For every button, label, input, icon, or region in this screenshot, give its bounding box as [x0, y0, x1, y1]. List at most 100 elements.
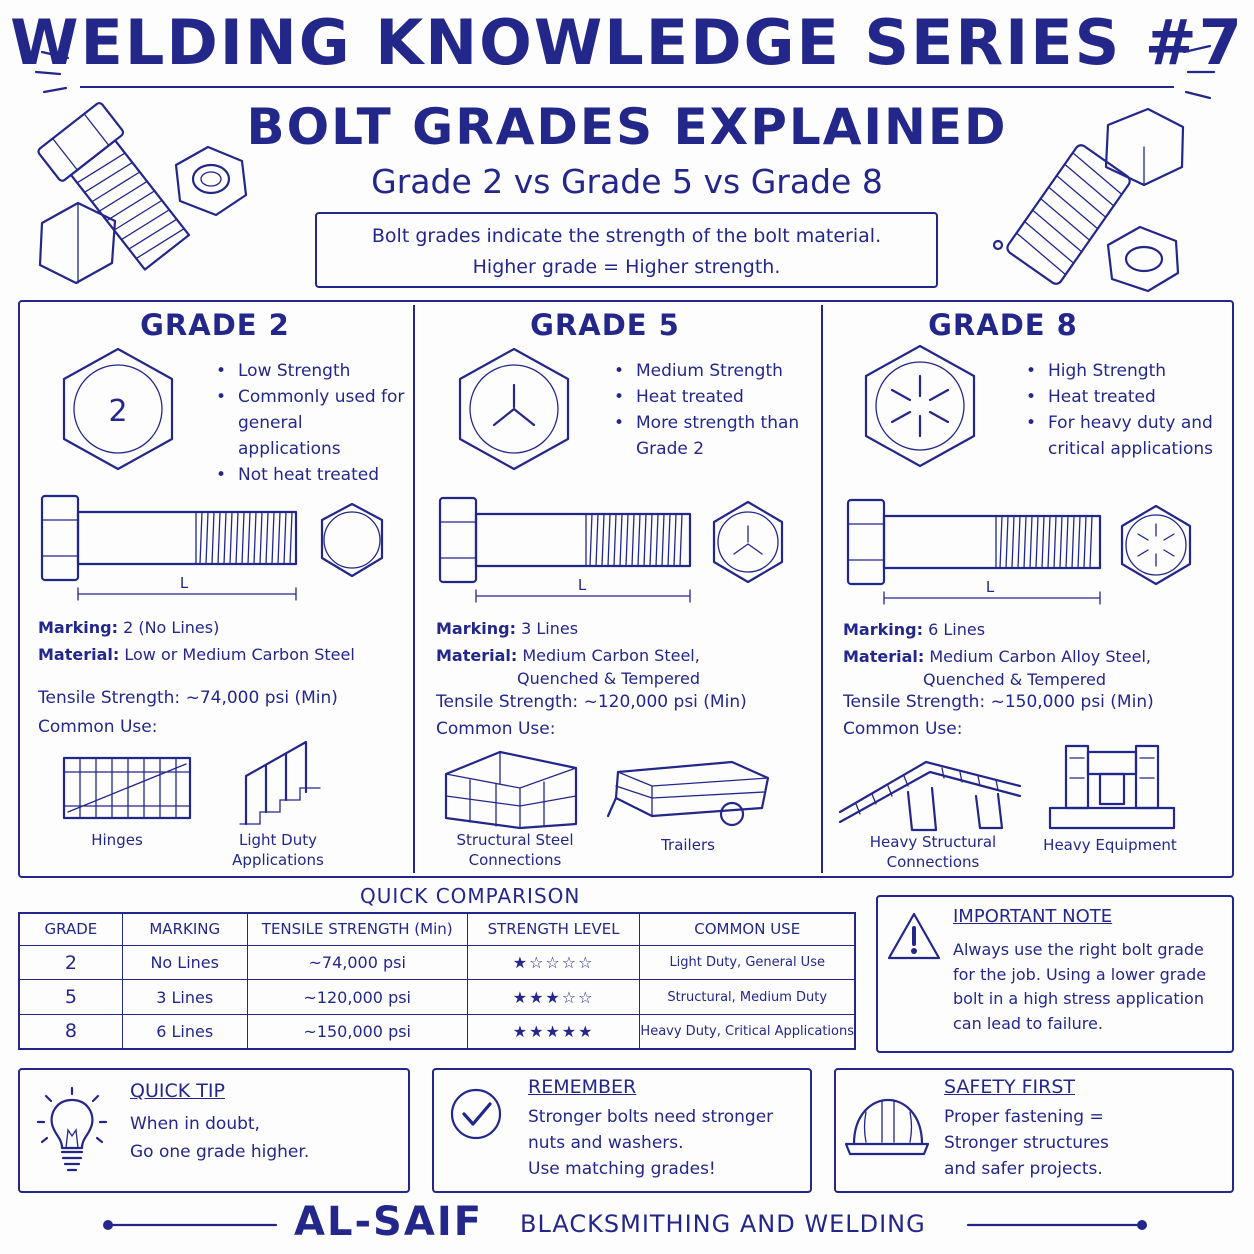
table-row: 5 3 Lines ~120,000 psi ★★★☆☆ Structural,…: [18, 979, 856, 1015]
grade-5-use-2: Trailers: [661, 836, 715, 854]
star-filled-icon: ★: [512, 1021, 530, 1041]
use-cell: Light Duty, General Use: [639, 944, 856, 981]
grade-5-bullets: Medium Strength Heat treated More streng…: [614, 358, 804, 462]
column-header: GRADE: [18, 912, 123, 946]
material-label: Material:: [436, 646, 518, 665]
grade-cell: 5: [18, 979, 123, 1015]
star-filled-icon: ★: [529, 987, 546, 1007]
safety-first-box: [834, 1068, 1234, 1193]
grade-8-marking: Marking: 6 Lines: [843, 618, 985, 641]
material-value: Medium Carbon Steel,: [522, 646, 700, 665]
star-empty-icon: ☆: [529, 953, 546, 973]
bullet-item: Not heat treated: [216, 462, 406, 488]
grade-8-material-line-2: Quenched & Tempered: [923, 670, 1107, 689]
marking-value: 3 Lines: [521, 619, 579, 638]
length-label: L: [986, 578, 995, 596]
grade-5-bolt-side-icon: L: [438, 496, 784, 603]
grade-8-use-1: Heavy Structural Connections: [869, 833, 997, 871]
important-note-title: IMPORTANT NOTE: [953, 906, 1113, 927]
bullet-item: Heat treated: [614, 384, 804, 410]
grade-8-head-icon: [864, 344, 976, 468]
column-header: TENSILE STRENGTH (Min): [246, 912, 468, 946]
grade-8-tensile: Tensile Strength: ~150,000 psi (Min): [843, 692, 1154, 712]
tensile-value: ~120,000 psi (Min): [583, 692, 747, 712]
important-note-box: [876, 895, 1234, 1053]
remember-line-3: Use matching grades!: [528, 1159, 716, 1179]
tensile-cell: ~120,000 psi: [246, 979, 468, 1015]
marking-label: Marking:: [38, 618, 118, 637]
tensile-cell: ~74,000 psi: [246, 944, 468, 981]
quick-tip-line-2: Go one grade higher.: [130, 1142, 310, 1162]
safety-first-line-2: Stronger structures: [944, 1133, 1109, 1153]
star-filled-icon: ★: [529, 1021, 546, 1041]
star-empty-icon: ☆: [578, 987, 595, 1007]
grade-8-bullets: High Strength Heat treated For heavy dut…: [1026, 358, 1216, 462]
grade-8-common-use-label: Common Use:: [843, 719, 963, 739]
grade-2-bolt-side-icon: L: [40, 494, 384, 601]
bullet-item: Medium Strength: [614, 358, 804, 384]
sparkle-left-icon: [34, 44, 1216, 100]
remember-line-2: nuts and washers.: [528, 1133, 684, 1153]
grade-5-material: Material: Medium Carbon Steel,: [436, 644, 700, 667]
page-subtitle: BOLT GRADES EXPLAINED: [246, 98, 1008, 156]
grade-cell: 2: [18, 944, 123, 981]
checkmark-icon: [450, 1088, 502, 1140]
length-label: L: [578, 576, 587, 594]
table-row: 8 6 Lines ~150,000 psi ★★★★★ Heavy Duty,…: [18, 1013, 856, 1050]
strength-stars: ★★★★★: [466, 1013, 641, 1050]
use-cell: Structural, Medium Duty: [639, 979, 856, 1015]
stair-railing-icon: [239, 740, 321, 826]
grade-2-use-2: Light Duty Applications: [232, 831, 324, 869]
tensile-cell: ~150,000 psi: [246, 1013, 468, 1050]
grade-divider: [821, 305, 823, 873]
star-filled-icon: ★: [561, 1021, 579, 1041]
trailer-icon: [606, 760, 770, 827]
grade-8-title: GRADE 8: [928, 308, 1078, 342]
tensile-label: Tensile Strength:: [436, 692, 579, 712]
grade-5-title: GRADE 5: [530, 308, 680, 342]
bolt-illustration-right-icon: [992, 107, 1185, 293]
quick-comparison-table: GRADE MARKING TENSILE STRENGTH (Min) STR…: [18, 912, 856, 1050]
grade-5-tensile: Tensile Strength: ~120,000 psi (Min): [436, 692, 747, 712]
star-empty-icon: ☆: [561, 987, 579, 1007]
strength-stars: ★★★☆☆: [466, 979, 641, 1015]
table-header-row: GRADE MARKING TENSILE STRENGTH (Min) STR…: [18, 912, 856, 946]
grade-5-common-use-label: Common Use:: [436, 719, 556, 739]
marking-value: 2 (No Lines): [123, 618, 220, 637]
grade-5-marking: Marking: 3 Lines: [436, 617, 578, 640]
star-filled-icon: ★: [545, 987, 562, 1007]
hinge-gate-icon: [62, 756, 192, 820]
material-label: Material:: [38, 645, 120, 664]
steel-frame-icon: [444, 750, 578, 830]
length-label: L: [180, 574, 189, 592]
remember-title: REMEMBER: [528, 1076, 637, 1098]
grade-5-use-1: Structural Steel Connections: [456, 831, 574, 869]
grade-2-material: Material: Low or Medium Carbon Steel: [38, 643, 355, 666]
intro-line-1: Bolt grades indicate the strength of the…: [371, 225, 882, 247]
remember-line-1: Stronger bolts need stronger: [528, 1107, 774, 1127]
footer-rule-left: [103, 1220, 278, 1230]
intro-line-2: Higher grade = Higher strength.: [472, 256, 781, 278]
star-filled-icon: ★: [578, 1021, 595, 1041]
marking-cell: 6 Lines: [121, 1013, 248, 1050]
grade-2-head-icon: 2: [62, 347, 174, 471]
grade-divider: [413, 305, 415, 873]
bridge-truss-icon: [838, 760, 1022, 832]
bullet-item: High Strength: [1026, 358, 1216, 384]
footer-rule-right: [966, 1220, 1147, 1230]
grades-panel: [18, 300, 1234, 878]
grade-2-use-1: Hinges: [91, 831, 143, 849]
column-header: STRENGTH LEVEL: [466, 912, 641, 946]
star-filled-icon: ★: [512, 987, 530, 1007]
material-value: Medium Carbon Alloy Steel,: [929, 647, 1151, 666]
tensile-label: Tensile Strength:: [843, 692, 986, 712]
grade-2-common-use-label: Common Use:: [38, 717, 158, 737]
use-cell: Heavy Duty, Critical Applications: [639, 1013, 856, 1050]
table-row: 2 No Lines ~74,000 psi ★☆☆☆☆ Light Duty,…: [18, 944, 856, 981]
material-label: Material:: [843, 647, 925, 666]
bullet-item: Heat treated: [1026, 384, 1216, 410]
marking-cell: 3 Lines: [121, 979, 248, 1015]
bullet-item: More strength than Grade 2: [614, 410, 804, 462]
strength-stars: ★☆☆☆☆: [466, 944, 641, 981]
bolt-illustration-left-icon: [37, 102, 248, 285]
